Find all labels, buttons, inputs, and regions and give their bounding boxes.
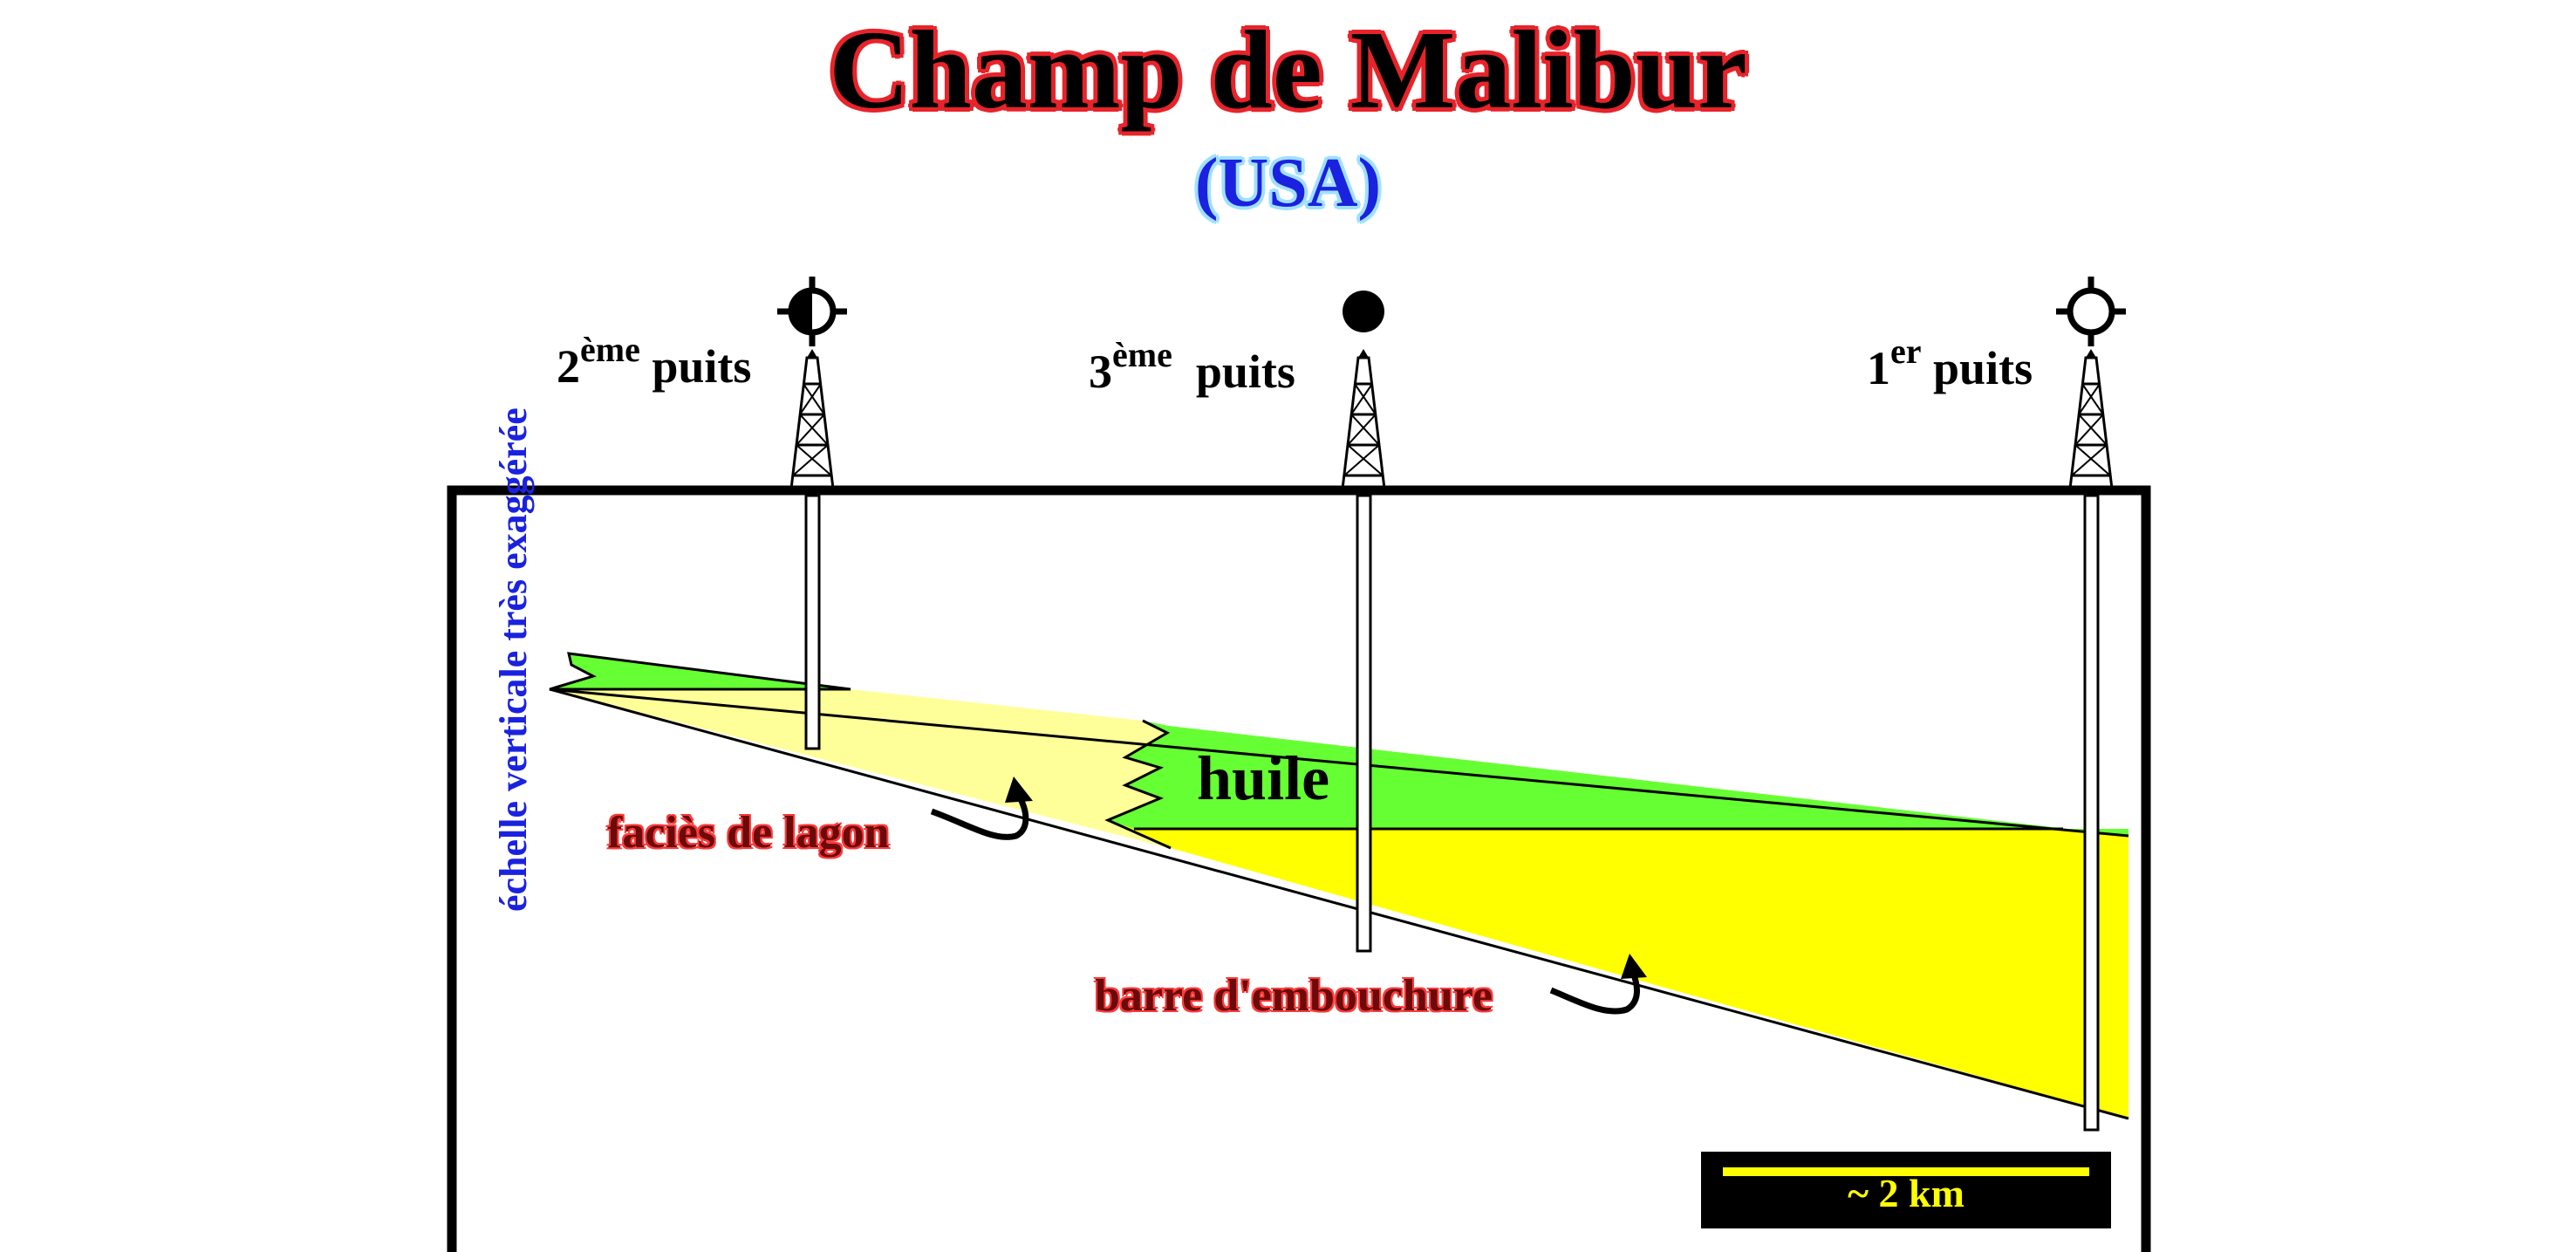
well-3-borehole [1356, 494, 1372, 953]
section-frame [447, 485, 2151, 1252]
base-boundary-line [549, 688, 2129, 1120]
well-2-borehole [804, 494, 821, 750]
well-1-label: 1er puits [1867, 332, 2033, 395]
facies-boundary-line [1104, 719, 1172, 850]
lagoon-facies-label: faciès de lagon [607, 808, 890, 858]
page-title: Champ de Malibur [829, 8, 1747, 132]
well-3-label: 3ème puits [1089, 335, 1295, 399]
scale-bar-label: ~ 2 km [1848, 1171, 1964, 1215]
well-2-label: 2ème puits [557, 330, 752, 393]
mouth-bar-label: barre d'embouchure [1095, 971, 1493, 1021]
well-2-derrick-icon [789, 349, 835, 489]
page-subtitle: (USA) [1194, 145, 1382, 222]
scale-bar-box [1701, 1152, 2111, 1228]
lagoon-arrow-icon [930, 777, 1033, 840]
well-1-borehole [2083, 494, 2100, 1132]
half-filled-well-symbol-icon [777, 277, 847, 346]
well-3-derrick-icon [1341, 349, 1386, 489]
open-well-symbol-icon [2056, 277, 2126, 346]
oil-label: huile [1197, 743, 1330, 813]
filled-well-symbol-icon [1343, 291, 1384, 332]
lagoon-facies-zone [550, 689, 1169, 848]
well-1-derrick-icon [2068, 349, 2114, 489]
vertical-scale-note: échelle verticale très exaggérée [492, 407, 535, 912]
mouth-bar-arrow-icon [1549, 954, 1647, 1015]
